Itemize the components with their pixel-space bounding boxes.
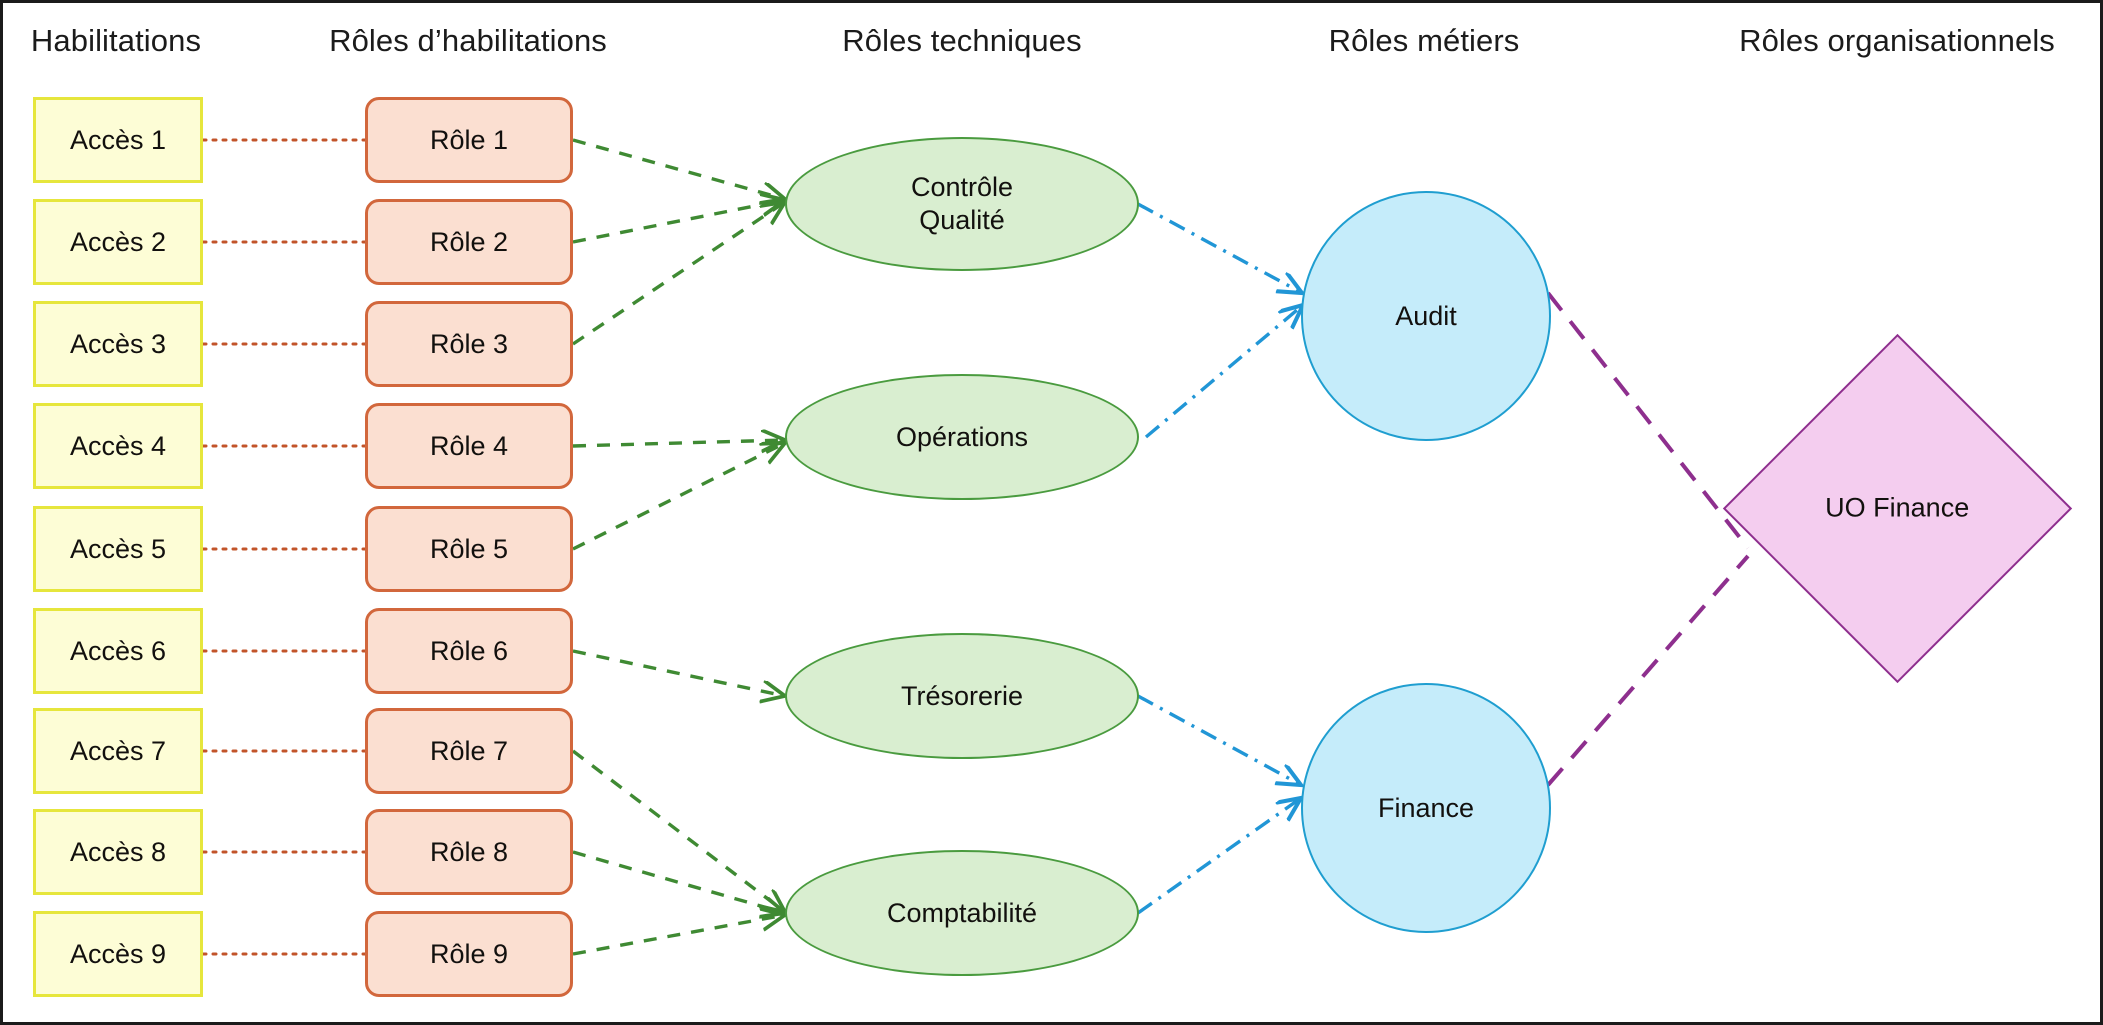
node-acces-2[interactable]: Accès 2 (33, 199, 203, 285)
edge-role1-tech1 (572, 138, 785, 199)
edge-tech4-biz2 (1137, 798, 1301, 915)
column-header-roles-habilitations: Rôles d’habilitations (329, 23, 607, 58)
edge-role3-tech1 (572, 202, 785, 346)
column-header-habilitations: Habilitations (30, 23, 202, 58)
edges-biz-to-org (1546, 291, 1750, 787)
node-acces-9[interactable]: Accès 9 (33, 911, 203, 997)
node-acces-6[interactable]: Accès 6 (33, 608, 203, 694)
edge-tech3-biz2 (1137, 694, 1301, 785)
node-acces-3[interactable]: Accès 3 (33, 301, 203, 387)
node-role-6[interactable]: Rôle 6 (365, 608, 573, 694)
edge-tech2-biz1 (1144, 305, 1303, 439)
node-role-5[interactable]: Rôle 5 (365, 506, 573, 592)
node-acces-5[interactable]: Accès 5 (33, 506, 203, 592)
node-uo-finance[interactable]: UO Finance (1722, 333, 2073, 684)
node-finance[interactable]: Finance (1301, 683, 1551, 933)
node-acces-1[interactable]: Accès 1 (33, 97, 203, 183)
edge-role8-tech4 (572, 850, 785, 913)
edge-biz1-org1 (1546, 291, 1750, 550)
node-operations[interactable]: Opérations (785, 374, 1139, 500)
node-role-3[interactable]: Rôle 3 (365, 301, 573, 387)
edges-tech-to-biz (1137, 202, 1303, 915)
edge-role6-tech3 (572, 649, 785, 696)
column-header-roles-techniques: Rôles techniques (842, 23, 1082, 58)
node-comptabilite[interactable]: Comptabilité (785, 850, 1139, 976)
node-audit[interactable]: Audit (1301, 191, 1551, 441)
edges-role-to-tech (571, 138, 785, 956)
node-acces-7[interactable]: Accès 7 (33, 708, 203, 794)
edge-role7-tech4 (571, 749, 785, 912)
edge-role5-tech2 (572, 443, 785, 551)
node-controle-qualite-line2: Qualité (919, 205, 1005, 235)
node-acces-8[interactable]: Accès 8 (33, 809, 203, 895)
edge-tech1-biz1 (1137, 202, 1302, 293)
edge-biz2-org1 (1546, 554, 1750, 787)
node-role-8[interactable]: Rôle 8 (365, 809, 573, 895)
edge-role9-tech4 (572, 915, 785, 956)
column-header-roles-organisationnels: Rôles organisationnels (1739, 23, 2055, 58)
node-acces-4[interactable]: Accès 4 (33, 403, 203, 489)
edge-role2-tech1 (572, 200, 785, 244)
node-controle-qualite-line1: Contrôle (910, 172, 1014, 203)
node-tresorerie[interactable]: Trésorerie (785, 633, 1139, 759)
node-role-4[interactable]: Rôle 4 (365, 403, 573, 489)
node-role-7[interactable]: Rôle 7 (365, 708, 573, 794)
node-uo-finance-label: UO Finance (1825, 493, 1970, 524)
node-role-1[interactable]: Rôle 1 (365, 97, 573, 183)
edge-role4-tech2 (572, 440, 785, 446)
node-role-2[interactable]: Rôle 2 (365, 199, 573, 285)
node-controle-qualite[interactable]: Contrôle Qualité (785, 137, 1139, 271)
edges-access-to-role (201, 138, 367, 956)
column-header-roles-metiers: Rôles métiers (1328, 23, 1520, 58)
node-role-9[interactable]: Rôle 9 (365, 911, 573, 997)
